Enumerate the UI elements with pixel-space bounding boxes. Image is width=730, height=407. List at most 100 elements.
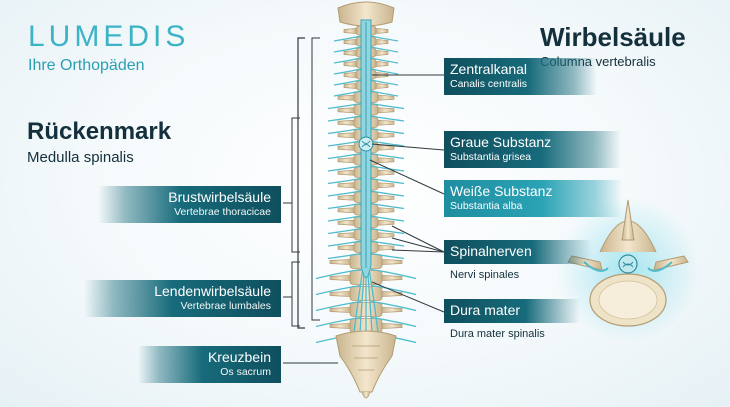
spinal-nerve — [333, 79, 362, 86]
spinal-nerve — [327, 227, 362, 235]
transverse-process — [377, 244, 395, 251]
label-sacrum: Kreuzbein Os sacrum — [137, 346, 281, 383]
transverse-process — [337, 194, 355, 201]
spinal-nerve — [370, 102, 405, 110]
transverse-process — [337, 182, 355, 189]
title-main: Wirbelsäule — [540, 22, 686, 52]
spinal-nerve — [370, 90, 399, 97]
transverse-process — [381, 307, 403, 313]
label-main: Kreuzbein — [207, 349, 271, 365]
transverse-process — [377, 207, 395, 214]
bracket-lumbar — [291, 261, 300, 327]
label-sub: Vertebrae lumbales — [180, 300, 271, 312]
spinal-nerve — [333, 35, 362, 42]
spinal-nerve — [327, 202, 362, 210]
transverse-process — [329, 275, 351, 281]
logo-wordmark: LUMEDIS — [28, 20, 190, 53]
transverse-process — [329, 291, 351, 297]
bracket-spine — [297, 37, 305, 329]
transverse-process — [337, 94, 355, 101]
transverse-process — [377, 232, 395, 239]
transverse-process — [337, 232, 355, 239]
spinal-nerve — [370, 202, 405, 210]
transverse-process — [377, 157, 395, 164]
label-white-matter: Weiße Substanz Substantia alba — [444, 180, 623, 217]
transverse-process — [377, 119, 395, 126]
label-lumbar: Lendenwirbelsäule Vertebrae lumbales — [84, 280, 281, 317]
transverse-process — [329, 307, 351, 313]
transverse-process — [377, 107, 395, 114]
spinal-nerve — [327, 102, 362, 110]
transverse-process — [337, 132, 355, 139]
transverse-process — [343, 39, 357, 45]
label-grey-matter: Graue Substanz Substantia grisea — [444, 131, 622, 168]
spinal-nerve — [327, 252, 362, 260]
transverse-process — [337, 219, 355, 226]
spinal-nerve — [370, 252, 405, 260]
spinal-nerve — [370, 165, 405, 172]
transverse-process — [377, 169, 395, 176]
label-sub: Substantia grisea — [450, 151, 532, 163]
label-central-canal: Zentralkanal Canalis centralis — [444, 58, 598, 95]
label-sub: Os sacrum — [220, 366, 271, 378]
transverse-process — [377, 94, 395, 101]
transverse-process — [329, 259, 351, 265]
spinal-nerve — [370, 68, 399, 75]
spinal-nerve — [370, 46, 399, 53]
bracket-thoracic — [291, 117, 300, 253]
transverse-process — [337, 119, 355, 126]
transverse-process — [377, 132, 395, 139]
label-dura-mater: Dura mater Dura mater spinalis — [444, 299, 581, 340]
spinal-nerve — [327, 152, 362, 160]
label-sub: Dura mater spinalis — [450, 328, 545, 340]
transverse-process — [343, 83, 357, 89]
label-sub: Canalis centralis — [450, 78, 528, 90]
spinal-nerve — [370, 227, 405, 235]
spinal-nerve — [327, 190, 362, 197]
cord-cross-section — [358, 136, 374, 152]
transverse-process — [337, 207, 355, 214]
transverse-process — [377, 194, 395, 201]
spinal-nerve — [327, 165, 362, 172]
spinal-nerve — [315, 316, 362, 328]
spinal-nerve — [333, 57, 362, 64]
transverse-process — [329, 323, 351, 329]
spinal-nerve — [370, 127, 405, 135]
cord-title: Rückenmark Medulla spinalis — [27, 118, 171, 166]
spinal-nerve — [370, 316, 417, 328]
label-main: Dura mater — [444, 299, 581, 323]
spinal-nerve — [370, 240, 405, 247]
spinal-nerve — [370, 57, 399, 64]
transverse-process — [381, 259, 403, 265]
transverse-process — [337, 157, 355, 164]
transverse-process — [337, 107, 355, 114]
spinal-nerve — [333, 90, 362, 97]
transverse-process — [337, 144, 355, 151]
transverse-process — [375, 83, 389, 89]
spinal-nerve — [333, 68, 362, 75]
transverse-process — [381, 291, 403, 297]
label-main: Zentralkanal — [450, 61, 528, 77]
logo-tagline: Ihre Orthopäden — [28, 57, 145, 74]
label-main: Graue Substanz — [450, 134, 552, 150]
label-main: Spinalnerven — [444, 240, 592, 264]
vertebra-cross-section — [556, 198, 700, 342]
transverse-process — [375, 50, 389, 56]
cauda-equina-strand — [368, 267, 379, 333]
transverse-process — [377, 144, 395, 151]
transverse-process — [381, 275, 403, 281]
spinal-nerve — [370, 115, 405, 122]
spinal-nerve — [370, 79, 399, 86]
transverse-process — [343, 61, 357, 67]
sacrum — [335, 330, 397, 393]
spinal-nerve — [370, 35, 399, 42]
cord-title-main: Rückenmark — [27, 118, 172, 145]
label-sub: Vertebrae thoracicae — [174, 206, 271, 218]
spinal-nerve — [370, 284, 417, 296]
bracket-cord — [311, 37, 320, 321]
spinal-nerve — [315, 268, 362, 280]
transverse-process — [343, 50, 357, 56]
transverse-process — [375, 28, 389, 34]
spinal-nerve — [327, 115, 362, 122]
